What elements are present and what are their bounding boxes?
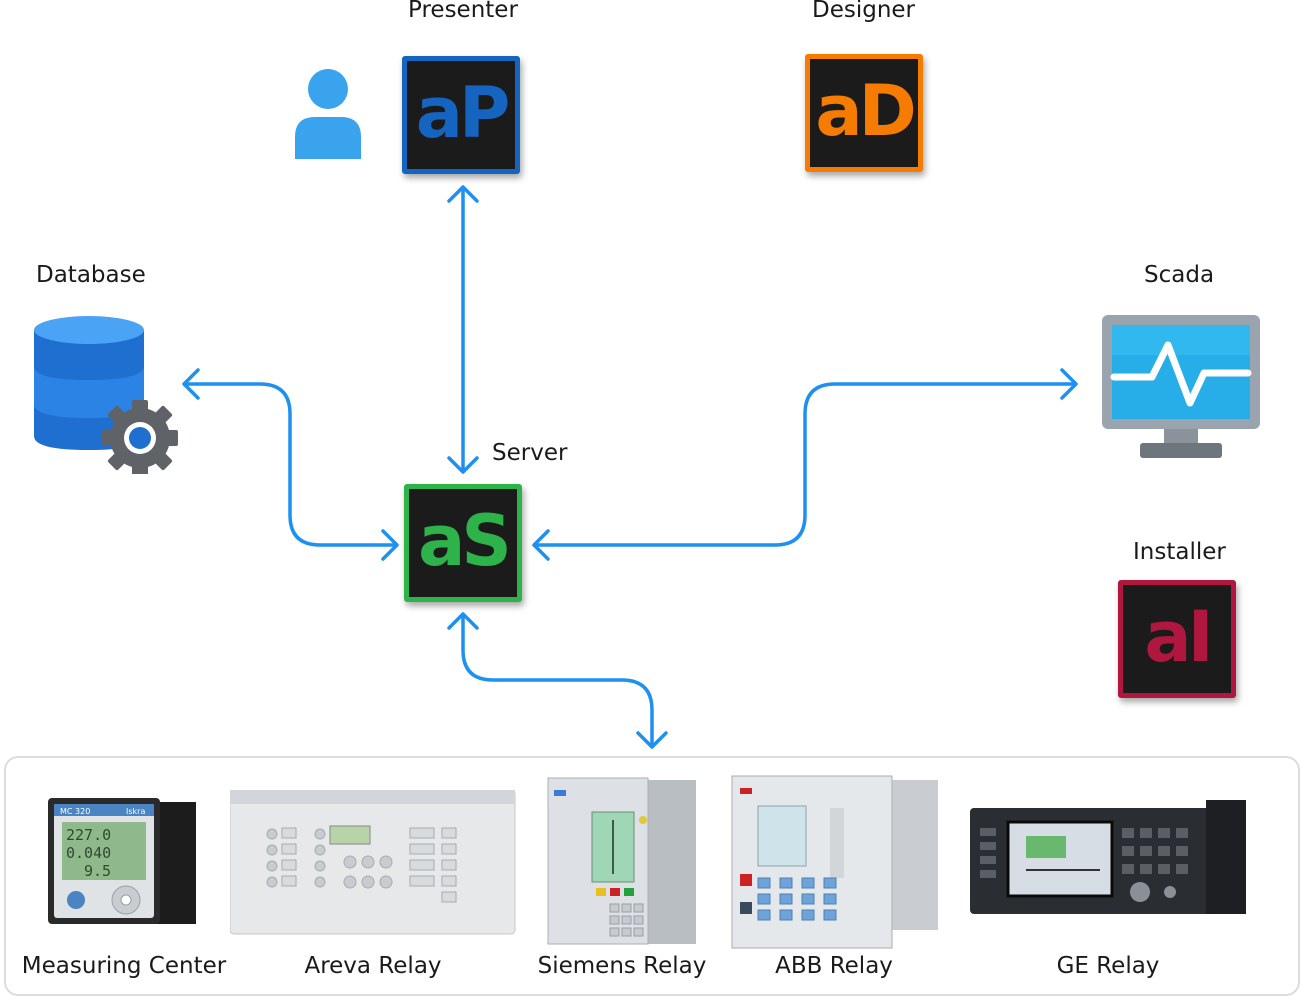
presenter-app-icon[interactable]: aP xyxy=(402,56,520,174)
server-label: Server xyxy=(492,440,568,466)
database-icon xyxy=(34,316,178,474)
meter-model: MC 320 xyxy=(60,807,90,816)
scada-label: Scada xyxy=(1144,262,1215,288)
database-label: Database xyxy=(36,262,146,288)
installer-label: Installer xyxy=(1133,539,1226,565)
abb-relay-device xyxy=(731,775,938,949)
device-label-siemens-relay: Siemens Relay xyxy=(537,953,707,979)
designer-label: Designer xyxy=(812,0,916,23)
presenter-label: Presenter xyxy=(408,0,518,23)
measuring-center-device: MC 320 Iskra 227.0 0.040 9.5 xyxy=(48,798,196,924)
device-label-measuring-center: Measuring Center xyxy=(21,953,227,979)
ge-relay-device xyxy=(970,800,1246,914)
siemens-relay-device xyxy=(547,777,696,945)
arrow-server-devices xyxy=(461,614,654,748)
monitor-icon xyxy=(1102,315,1260,458)
gear-icon xyxy=(102,400,178,474)
device-label-abb-relay: ABB Relay xyxy=(775,953,893,979)
installer-app-icon[interactable]: aI xyxy=(1118,580,1236,698)
arrow-database-server xyxy=(184,382,397,547)
meter-reading-3: 9.5 xyxy=(84,862,111,880)
arrow-scada-server xyxy=(534,382,1077,547)
user-icon xyxy=(295,69,361,159)
device-label-areva-relay: Areva Relay xyxy=(304,953,442,979)
meter-reading-1: 227.0 xyxy=(66,826,111,844)
areva-relay-device xyxy=(230,790,516,935)
device-label-ge-relay: GE Relay xyxy=(1056,953,1160,979)
server-app-icon[interactable]: aS xyxy=(404,484,522,602)
meter-reading-2: 0.040 xyxy=(66,844,111,862)
designer-app-icon[interactable]: aD xyxy=(805,54,923,172)
meter-brand: Iskra xyxy=(126,807,145,816)
